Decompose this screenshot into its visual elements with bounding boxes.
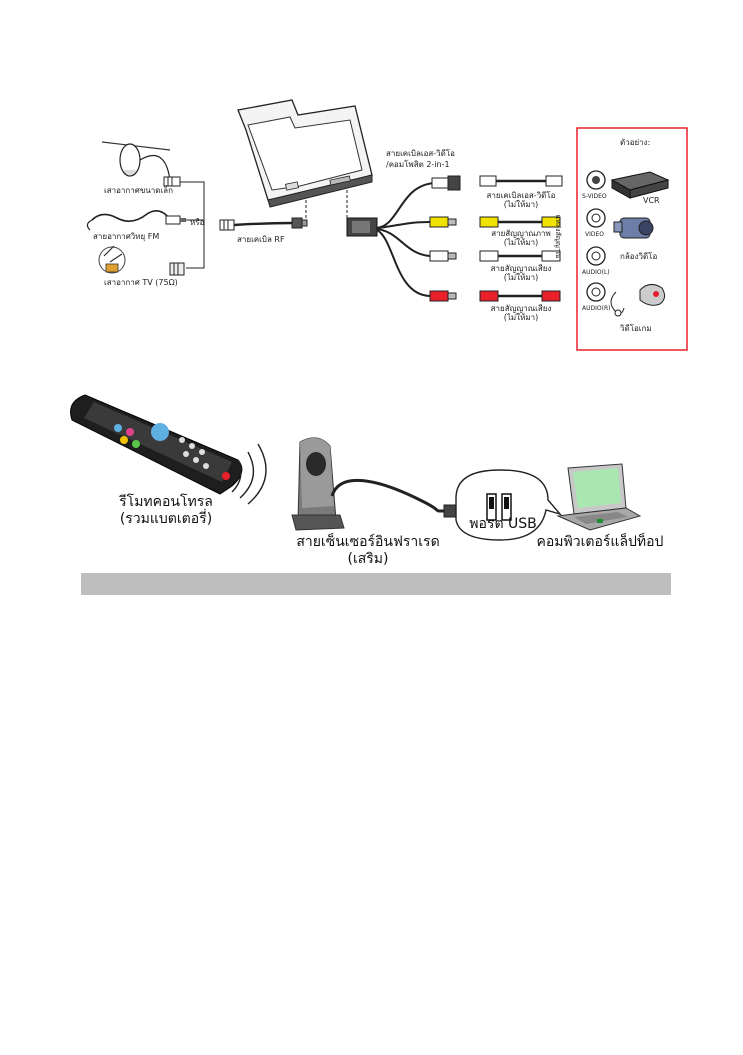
tv-card bbox=[237, 99, 373, 208]
device-label-game: วิดีโอเกม bbox=[620, 324, 652, 333]
cable-label: สายสัญญาณภาพ(ไม่ให้มา) bbox=[491, 229, 551, 247]
fm-antenna-label: สายอากาศวิทยุ FM bbox=[93, 232, 160, 241]
usb-port-callout bbox=[455, 469, 563, 541]
cables-icon bbox=[479, 175, 563, 302]
combo-cable-label-1: สายเคเบิลเอส-วิดีโอ bbox=[386, 149, 455, 158]
game-controller-icon bbox=[610, 284, 666, 317]
ir-waves-icon bbox=[231, 443, 267, 505]
vcr-icon bbox=[610, 171, 670, 199]
fm-antenna-icon bbox=[86, 210, 186, 231]
combo-cable-label-2: /คอมโพสิต 2-in-1 bbox=[386, 160, 450, 169]
laptop-icon bbox=[556, 463, 642, 531]
example-header: ตัวอย่าง: bbox=[620, 138, 651, 147]
section-divider-bar bbox=[81, 573, 671, 595]
ir-sensor-icon bbox=[291, 437, 345, 531]
sources-panel bbox=[576, 127, 688, 351]
rf-cable-icon bbox=[219, 217, 308, 231]
ir-sensor-label: สายเซ็นเซอร์อินฟราเรด(เสริม) bbox=[296, 534, 440, 567]
port-icons bbox=[586, 170, 606, 302]
tv-antenna-label: เสาอากาศ TV (75Ω) bbox=[104, 278, 178, 287]
or-label: หรือ bbox=[190, 218, 205, 227]
usb-port-label: พอรต USB bbox=[469, 516, 537, 532]
rf-cable-label: สายเคเบิล RF bbox=[237, 235, 285, 244]
device-label-camcorder: กล้องวิดีโอ bbox=[620, 252, 658, 261]
port-label: AUDIO(L) bbox=[582, 269, 610, 276]
remote-label: รีโมทคอนโทรล(รวมแบตเตอรี่) bbox=[119, 494, 213, 527]
port-label: VIDEO bbox=[585, 231, 605, 238]
cable-label: สายสัญญาณเสียง(ไม่ให้มา) bbox=[490, 264, 552, 282]
remote-control-icon bbox=[70, 394, 243, 495]
device-label-vcr: VCR bbox=[643, 196, 660, 205]
cable-label: สายเคเบิลเอส-วิดีโอ(ไม่ให้มา) bbox=[486, 191, 556, 209]
mini-antenna-plug-icon bbox=[163, 176, 181, 187]
laptop-label: คอมพิวเตอร์แล็ปท็อป bbox=[536, 534, 664, 550]
camcorder-icon bbox=[613, 217, 654, 239]
ir-sensor-cable bbox=[330, 478, 445, 513]
cable-label: สายสัญญาณเสียง(ไม่ให้มา) bbox=[490, 304, 552, 322]
combo-cable-icon bbox=[346, 175, 461, 302]
mini-antenna-label: เสาอากาศขนาดเล็ก bbox=[104, 186, 173, 195]
port-label: AUDIO(R) bbox=[582, 305, 611, 312]
tv-antenna-icon bbox=[98, 245, 185, 276]
mini-antenna-icon bbox=[101, 141, 171, 181]
sources-panel-label: แหล่งสัญญาณ bbox=[554, 214, 563, 259]
port-label: S-VIDEO bbox=[582, 193, 607, 200]
